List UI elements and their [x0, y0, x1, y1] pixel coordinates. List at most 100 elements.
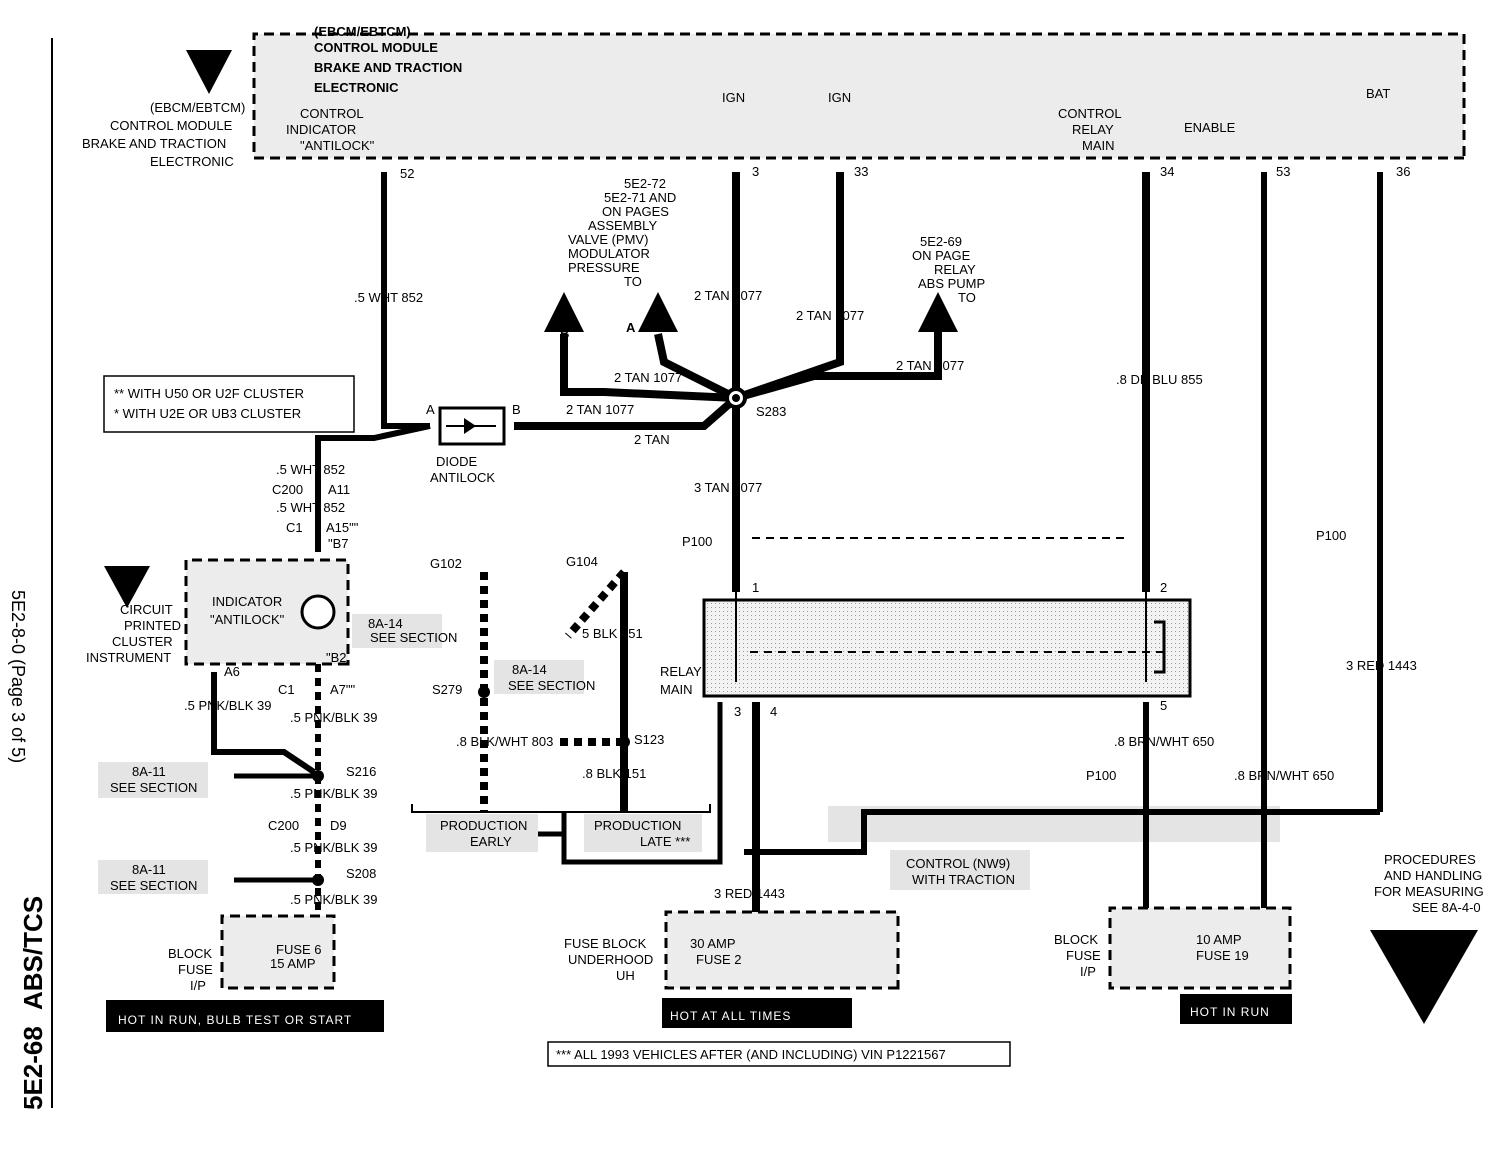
pin-3: 3 [752, 164, 759, 179]
fuse2-amp: 30 AMP [690, 936, 736, 951]
fuse2-box [664, 910, 900, 990]
ebcm-title-2: CONTROL MODULE [110, 118, 233, 133]
see-8a40-4: PROCEDURES [1384, 852, 1476, 867]
pump-2: ABS PUMP [918, 276, 985, 291]
pin-b: B [512, 402, 521, 417]
antilock-indicator-bulb [300, 594, 336, 630]
fuse6-box [220, 914, 336, 990]
p100-label-1: P100 [682, 534, 712, 549]
indicator-control-1: CONTROL [300, 106, 364, 121]
label-151b: .8 BLK 151 [582, 766, 646, 781]
pump-1: TO [958, 290, 976, 305]
pmv-4: VALVE (PMV) [568, 232, 648, 247]
pin-a6: A6 [224, 664, 240, 679]
ign-label-2: IGN [828, 90, 851, 105]
callout-a [638, 292, 678, 332]
label-852a: .5 WHT 852 [354, 290, 423, 305]
relay-pin-2: 2 [1160, 580, 1167, 595]
ip-block2-1: I/P [1080, 964, 1096, 979]
label-1077-b: 2 TAN 1077 [566, 402, 634, 417]
pin-36: 36 [1396, 164, 1410, 179]
label-855: .8 DK BLU 855 [1116, 372, 1203, 387]
label-39c: .5 PNK/BLK 39 [290, 840, 377, 855]
production-bracket [411, 804, 711, 813]
cluster-1: CIRCUIT [120, 602, 173, 617]
label-650b: .8 BRN/WHT 650 [1234, 768, 1334, 783]
indicator-2: "ANTILOCK" [210, 612, 285, 627]
pmv-7: 5E2-71 AND [604, 190, 676, 205]
fuse19-name: FUSE 19 [1196, 948, 1249, 963]
cluster-4: INSTRUMENT [86, 650, 171, 665]
pmv-1: TO [624, 274, 642, 289]
see-8a11-b-1: SEE SECTION [110, 878, 197, 893]
late-1: LATE *** [640, 834, 690, 849]
relay-pin-4: 4 [770, 704, 777, 719]
traction-1: WITH TRACTION [912, 872, 1015, 887]
ebcm-module [252, 32, 1466, 160]
see-8a14-a-1: SEE SECTION [370, 630, 457, 645]
see-8a14-b-2: 8A-14 [512, 662, 547, 677]
pmv-6: ON PAGES [602, 204, 669, 219]
label-852c: .5 WHT 852 [276, 500, 345, 515]
pmv-2: PRESSURE [568, 260, 640, 275]
early-1: EARLY [470, 834, 512, 849]
hot-all-text: HOT AT ALL TIMES [670, 1009, 791, 1023]
pin-a: A [426, 402, 435, 417]
ebcm-title-4: ELECTRONIC [150, 154, 234, 169]
label-1443b: 3 RED 1443 [714, 886, 785, 901]
see-8a11-b-2: 8A-11 [132, 862, 166, 877]
p100-label-3: P100 [1086, 768, 1116, 783]
label-1443: 3 RED 1443 [1346, 658, 1417, 673]
ebcm-label: ELECTRONIC [314, 80, 399, 95]
label-39a: .5 PNK/BLK 39 [290, 710, 377, 725]
pin-d9: D9 [330, 818, 347, 833]
label-852b: .5 WHT 852 [276, 462, 345, 477]
hot-run2-text: HOT IN RUN [1190, 1005, 1270, 1019]
s123-label: S123 [634, 732, 664, 747]
relay-pin-1: 1 [752, 580, 759, 595]
relay-control-3: MAIN [1082, 138, 1115, 153]
p100-label-2: P100 [1316, 528, 1346, 543]
relay-control-1: CONTROL [1058, 106, 1122, 121]
ebcm-label-3: CONTROL MODULE [314, 40, 438, 55]
pump-4: ON PAGE [912, 248, 971, 263]
wire-1077-diode [514, 394, 739, 430]
late-2: PRODUCTION [594, 818, 681, 833]
label-803: .8 BLK/WHT 803 [456, 734, 553, 749]
pin-c1-top: C1 [286, 520, 303, 535]
diode-label-1: DIODE [436, 454, 478, 469]
relay-label-2: MAIN [660, 682, 693, 697]
label-650a: .8 BRN/WHT 650 [1114, 734, 1214, 749]
splice-s283-label: S283 [756, 404, 786, 419]
legend-2: ** WITH U50 OR U2F CLUSTER [114, 386, 304, 401]
label-39b: .5 PNK/BLK 39 [290, 786, 377, 801]
cluster-3: CLUSTER [112, 634, 173, 649]
wire-1077-33 [734, 172, 844, 402]
pin-52: 52 [400, 166, 414, 181]
indicator-control-3: "ANTILOCK" [300, 138, 375, 153]
fuse6-amp: 15 AMP [270, 956, 316, 971]
label-39d: .5 PNK/BLK 39 [290, 892, 377, 907]
indicator-control-2: INDICATOR [286, 122, 356, 137]
hot-run2-bar [1180, 994, 1292, 1024]
pin-a15: A15"" [326, 520, 359, 535]
fuse6-name: FUSE 6 [276, 942, 322, 957]
fuse2-name: FUSE 2 [696, 952, 742, 967]
hot-all-bar [662, 998, 852, 1028]
pump-3: RELAY [934, 262, 976, 277]
see-8a11-a-2: 8A-11 [132, 764, 166, 779]
g104-label: G104 [566, 554, 598, 569]
callout-a-letter: A [626, 320, 636, 335]
wire-1077-c [734, 332, 942, 402]
pin-c1-bot: C1 [278, 682, 295, 697]
screen-labels: (EBCM/EBTCM) CONTROL MODULE BRAKE AND TR… [82, 50, 1484, 1067]
callout-c [918, 292, 958, 332]
s216-label: S216 [346, 764, 376, 779]
see-8a14-a-2: 8A-14 [368, 616, 403, 631]
uh-block-2: UNDERHOOD [568, 952, 653, 967]
see-8a14-b-1: SEE SECTION [508, 678, 595, 693]
pump-5: 5E2-69 [920, 234, 962, 249]
see-8a11-a-1: SEE SECTION [110, 780, 197, 795]
pin-c200-bot: C200 [268, 818, 299, 833]
diagram-body [106, 32, 1466, 1032]
